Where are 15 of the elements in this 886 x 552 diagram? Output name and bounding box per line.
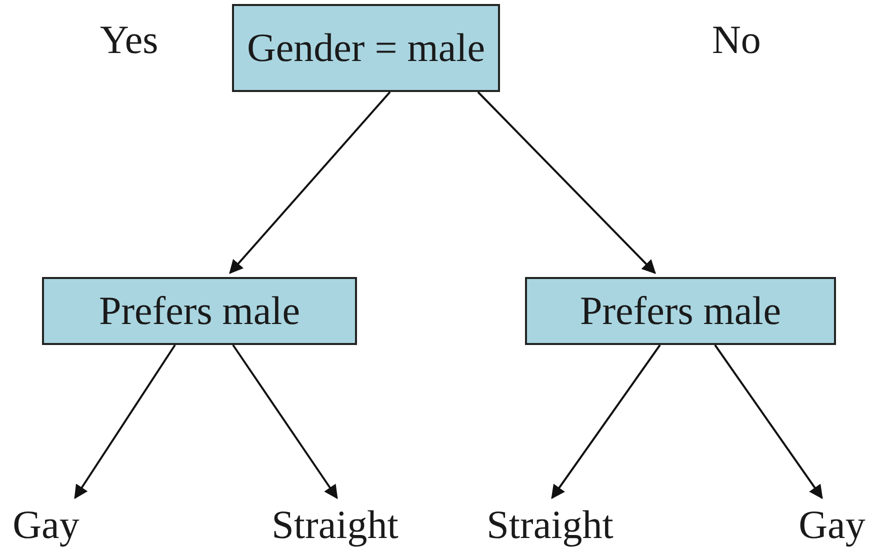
leaf-label: Gay xyxy=(6,502,86,548)
decision-box: Prefers male xyxy=(525,277,836,345)
leaf-label: Gay xyxy=(790,502,874,548)
arrow xyxy=(229,91,391,274)
arrow xyxy=(232,344,338,500)
arrow xyxy=(74,344,176,500)
decision-box: Prefers male xyxy=(42,277,357,345)
decision-box: Gender = male xyxy=(232,4,500,92)
branch-label: No xyxy=(712,20,761,60)
arrow xyxy=(477,91,656,274)
leaf-label: Straight xyxy=(465,502,635,548)
arrow xyxy=(714,344,823,500)
branch-label: Yes xyxy=(100,20,158,60)
arrow xyxy=(551,344,661,500)
leaf-label: Straight xyxy=(250,502,420,548)
